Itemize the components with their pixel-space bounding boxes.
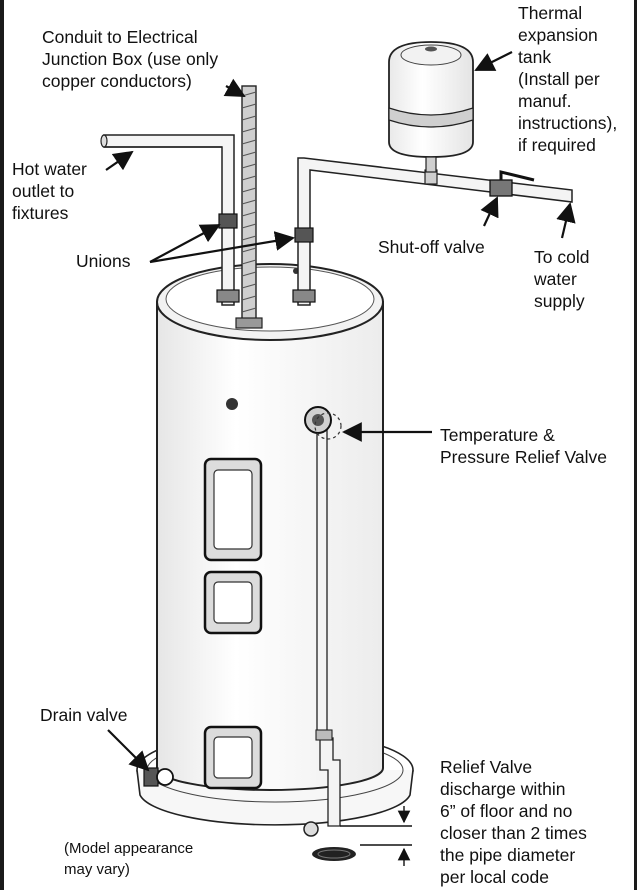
expansion-tank-arrow bbox=[474, 51, 513, 71]
unions-arrow-hot bbox=[149, 224, 221, 263]
model-note-label: (Model appearance may vary) bbox=[64, 840, 194, 878]
cold-union bbox=[294, 227, 314, 243]
tp-valve-label: Temperature & Pressure Relief Valve bbox=[440, 425, 607, 467]
leader-arrows bbox=[105, 51, 576, 772]
pan-drain-fitting bbox=[303, 821, 319, 837]
conduit-pipe bbox=[235, 85, 263, 329]
drain-valve-label: Drain valve bbox=[40, 705, 128, 725]
relief-discharge-label: Relief Valve discharge within 6” of floo… bbox=[440, 757, 587, 887]
shutoff-label: Shut-off valve bbox=[378, 237, 485, 257]
shutoff-arrow bbox=[480, 196, 499, 227]
cold-water-pipe bbox=[292, 157, 573, 306]
hot-water-pipe bbox=[100, 134, 240, 306]
tank-plug bbox=[226, 398, 238, 410]
shutoff-valve bbox=[489, 170, 535, 197]
expansion-tank bbox=[388, 41, 474, 173]
unions-arrow-cold bbox=[149, 231, 295, 264]
conduit-arrow bbox=[223, 78, 246, 97]
tank-body bbox=[156, 263, 384, 791]
unions-label: Unions bbox=[76, 251, 131, 271]
cold-water-arrow bbox=[556, 202, 576, 239]
expansion-tank-label: Thermal expansion tank (Install per manu… bbox=[518, 3, 618, 155]
access-panels bbox=[203, 457, 263, 790]
drain-valve-arrow bbox=[107, 729, 150, 772]
discharge-dimension bbox=[340, 806, 412, 866]
conduit-label: Conduit to Electrical Junction Box (use … bbox=[42, 27, 219, 91]
hot-water-label: Hot water outlet to fixtures bbox=[12, 159, 87, 223]
right-border bbox=[634, 0, 637, 890]
left-border bbox=[0, 0, 4, 890]
drain-valve bbox=[143, 767, 174, 787]
hot-water-arrow bbox=[105, 150, 134, 171]
floor-drain bbox=[312, 847, 356, 861]
cold-water-label: To cold water supply bbox=[534, 247, 590, 311]
hot-union bbox=[218, 213, 238, 229]
